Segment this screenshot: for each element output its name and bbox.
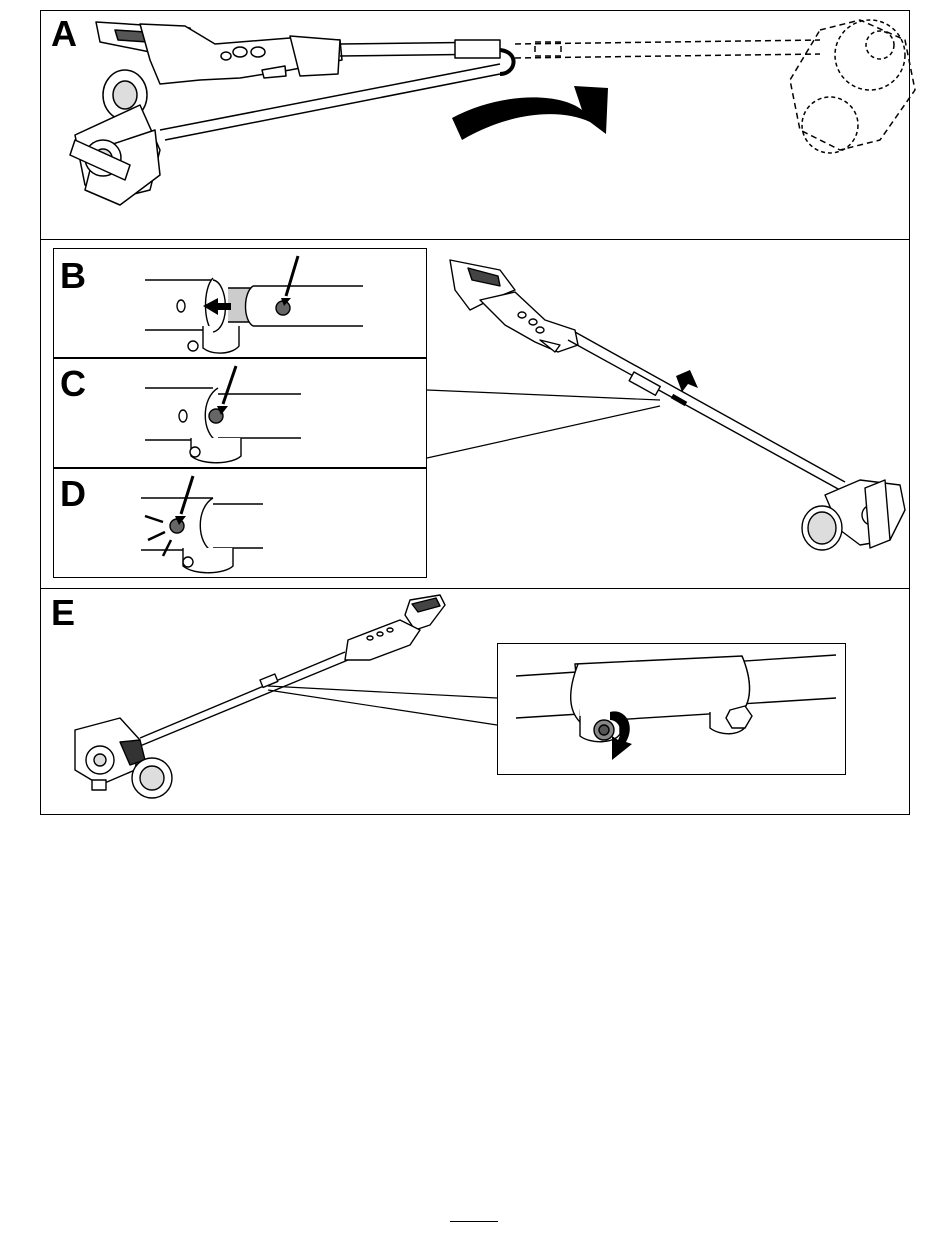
footer-rule xyxy=(450,1221,498,1222)
